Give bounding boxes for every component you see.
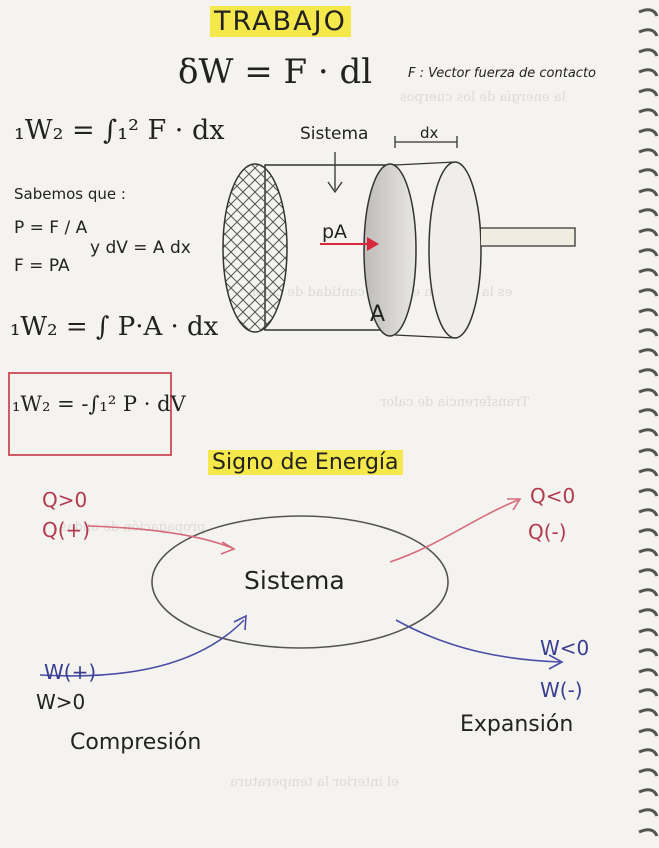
work-definition-formula: δW = F · dl xyxy=(178,52,373,92)
system-label: Sistema xyxy=(300,124,369,144)
expansion-label: Expansión xyxy=(460,712,574,737)
energy-sign-title-text: Signo de Energía xyxy=(208,450,403,475)
compression-label: Compresión xyxy=(70,730,202,755)
work-integral-volume: ₁W₂ = -∫₁² P · dV xyxy=(12,392,186,416)
work-positive-label: W>0 xyxy=(36,690,86,714)
energy-sign-title: Signo de Energía xyxy=(208,450,403,475)
area-label: A xyxy=(370,302,386,327)
heat-negative-sign: Q(-) xyxy=(528,520,567,544)
work-positive-sign: W(+) xyxy=(44,660,97,684)
bleed-through-text: el interior la temperatura xyxy=(230,775,399,790)
heat-positive-sign: Q(+) xyxy=(42,518,91,542)
bleed-through-text: Transferencia de calor xyxy=(380,395,530,410)
work-negative-sign: W(-) xyxy=(540,678,583,702)
piston-system-diagram xyxy=(222,136,576,339)
force-vector-note: F : Vector fuerza de contacto xyxy=(408,66,596,81)
work-negative-label: W<0 xyxy=(540,636,590,660)
energy-sign-diagram xyxy=(39,498,564,677)
heat-positive-label: Q>0 xyxy=(42,488,88,512)
pa-force-label: pA xyxy=(322,221,348,243)
work-integral-force: ₁W₂ = ∫₁² F · dx xyxy=(14,115,225,146)
volume-differential: y dV = A dx xyxy=(90,238,191,258)
force-equation: F = PA xyxy=(14,256,70,276)
boxed-result xyxy=(8,372,172,456)
spiral-binding xyxy=(638,8,659,837)
sabemos-que-label: Sabemos que : xyxy=(14,185,126,203)
heat-negative-label: Q<0 xyxy=(530,484,576,508)
page-title-text: TRABAJO xyxy=(210,6,351,37)
pressure-definition: P = F / A xyxy=(14,218,88,238)
dx-label: dx xyxy=(420,124,439,142)
page-title: TRABAJO xyxy=(210,6,351,37)
energy-system-label: Sistema xyxy=(244,566,345,595)
work-integral-pressure: ₁W₂ = ∫ P·A · dx xyxy=(10,312,219,342)
bleed-through-text: la energía de los cuerpos xyxy=(400,90,566,105)
